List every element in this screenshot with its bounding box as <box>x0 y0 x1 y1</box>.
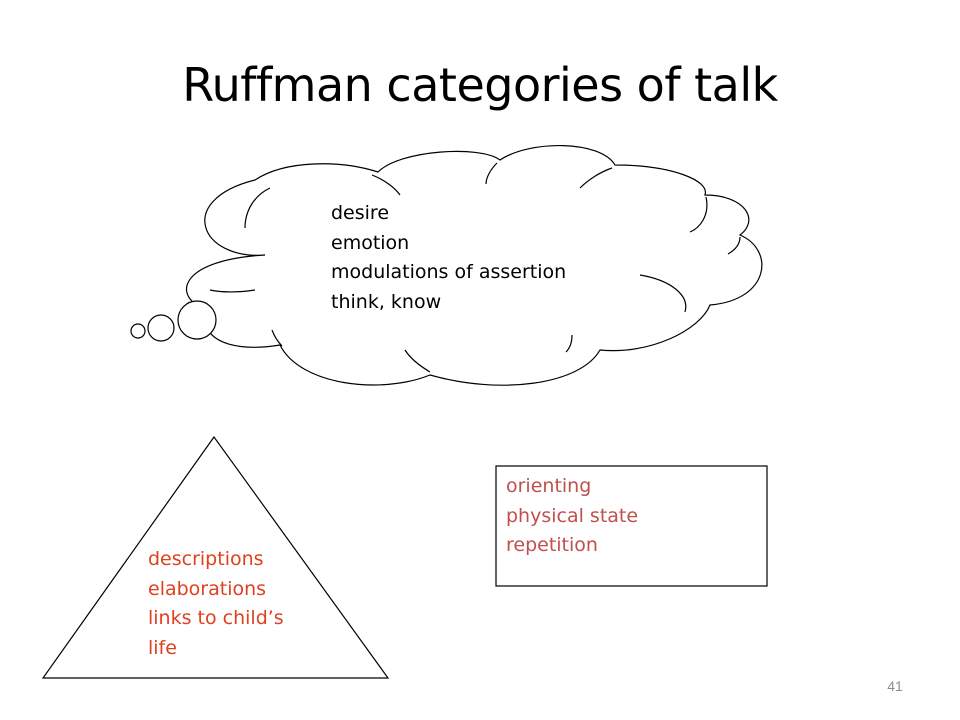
cloud-item: modulations of assertion <box>331 261 567 283</box>
triangle-item: life <box>148 636 177 659</box>
page-number: 41 <box>887 678 903 694</box>
triangle-item: descriptions <box>148 548 264 570</box>
cloud-inner-arc-6 <box>727 236 741 255</box>
cloud-inner-arc-3 <box>485 162 498 185</box>
triangle-item: links to child’s <box>148 607 284 629</box>
rectangle-box <box>495 465 768 587</box>
thought-bubble-large <box>177 300 217 340</box>
thought-cloud <box>130 145 763 386</box>
cloud-inner-arc-1 <box>244 187 271 229</box>
cloud-item: emotion <box>331 231 410 254</box>
cloud-text-list: desire emotion modulations of assertion … <box>331 199 566 317</box>
cloud-outline <box>186 145 763 386</box>
cloud-inner-arc-4 <box>579 167 613 189</box>
cloud-inner-arc-7 <box>639 274 687 313</box>
box-item: physical state <box>506 504 639 527</box>
cloud-item: desire <box>331 202 390 224</box>
box-item: repetition <box>506 534 598 556</box>
triangle-text-list: descriptions elaborations links to child… <box>148 545 284 663</box>
cloud-inner-arc-9 <box>404 349 431 373</box>
cloud-inner-arc-10 <box>271 329 283 347</box>
cloud-inner-arc-11 <box>209 289 256 293</box>
triangle-shape <box>41 435 390 679</box>
cloud-inner-arc-5 <box>689 196 708 233</box>
cloud-inner-arc-8 <box>565 334 573 353</box>
thought-bubble-medium <box>147 314 175 342</box>
cloud-inner-arc-2 <box>371 174 401 196</box>
slide-title: Ruffman categories of talk <box>182 58 778 112</box>
cloud-item: think, know <box>331 290 442 313</box>
thought-bubble-small <box>130 323 146 339</box>
box-text-list: orienting physical state repetition <box>506 472 638 561</box>
triangle-item: elaborations <box>148 577 267 600</box>
box-item: orienting <box>506 475 592 497</box>
